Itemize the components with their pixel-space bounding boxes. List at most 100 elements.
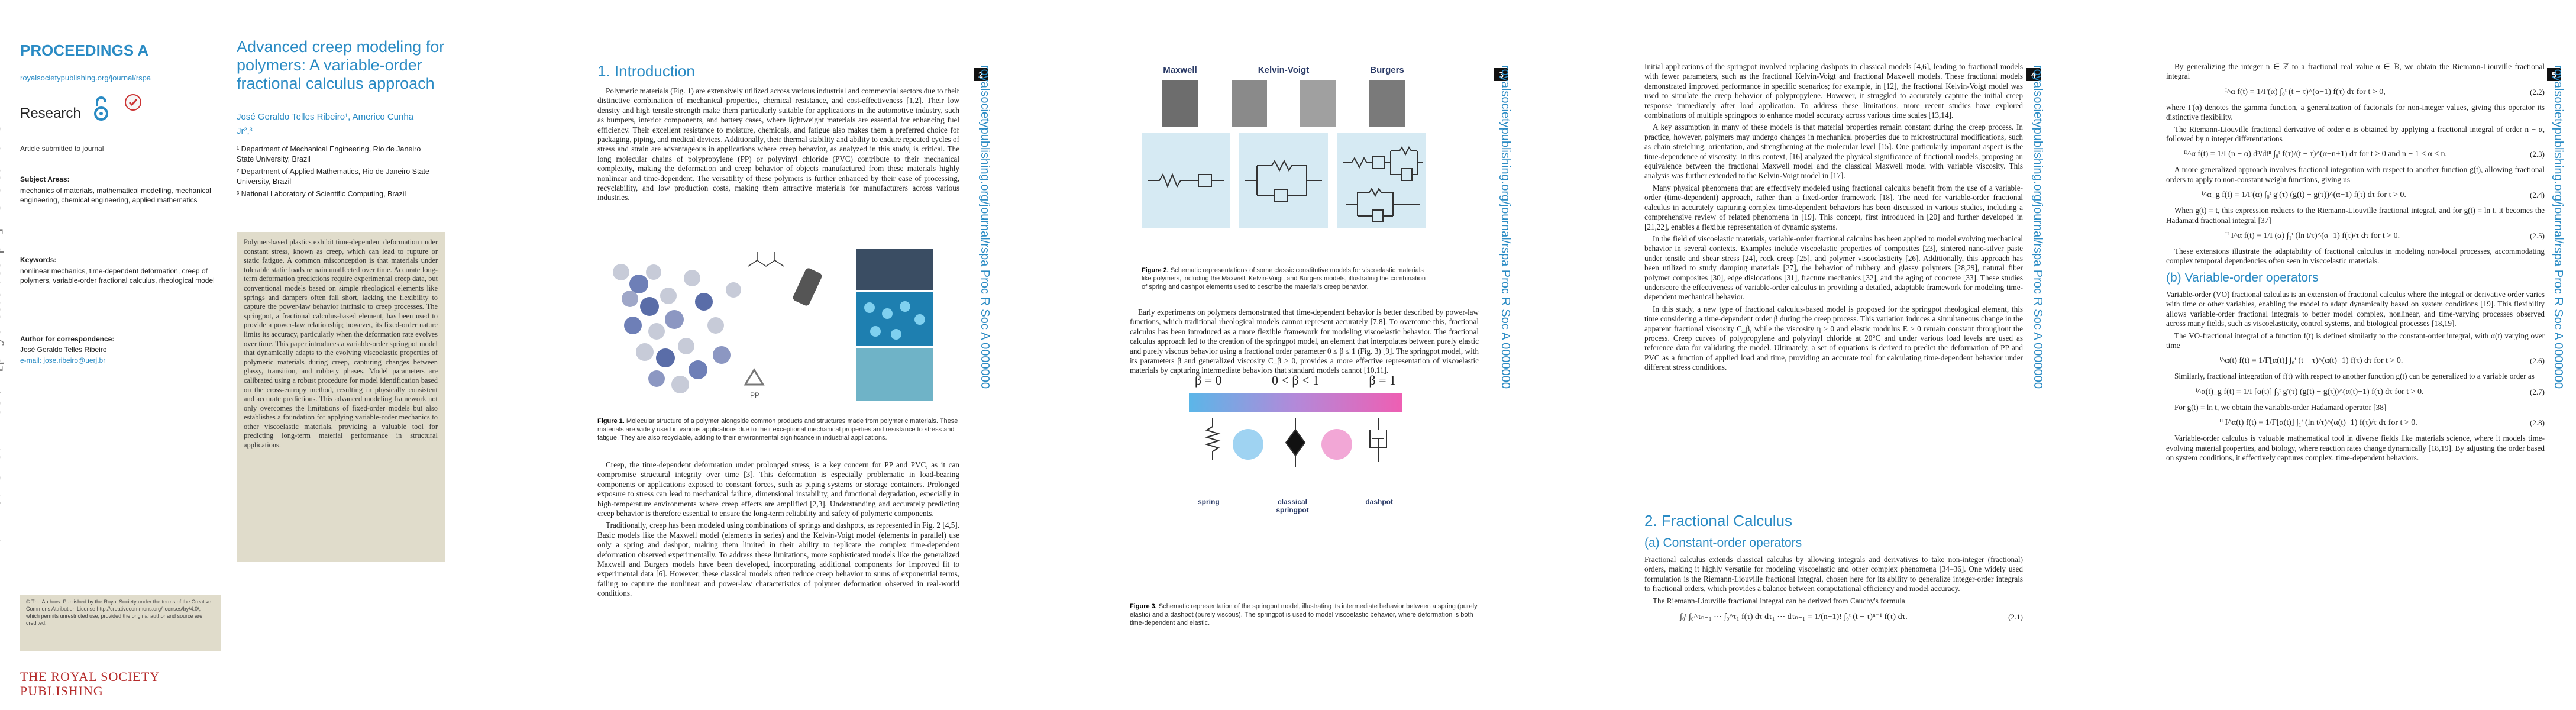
page-number: 5 bbox=[2547, 68, 2561, 81]
equation-2-5: ᴴ I^α f(t) = 1/Γ(α) ∫₁ᵗ (ln t/τ)^(α−1) f… bbox=[2166, 231, 2545, 241]
paragraph: Creep, the time-dependent deformation un… bbox=[597, 460, 959, 518]
equation-body: ∫₀ᵗ ∫₀^τₙ₋₁ ⋯ ∫₀^τ₁ f(τ) dτ dτ₁ ⋯ dτₙ₋₁ … bbox=[1680, 612, 1908, 622]
caption-text: Schematic representation of the springpo… bbox=[1130, 603, 1478, 627]
beta-label-intermediate: 0 < β < 1 bbox=[1271, 373, 1319, 388]
side-strip-text: royalsocietypublishing.org/journal/rspa … bbox=[1499, 65, 1512, 389]
recycle-label: PP bbox=[750, 391, 759, 399]
equation-2-4: ᴵ^α_g f(t) = 1/Γ(α) ∫₀ᵗ g′(τ) (g(t) − g(… bbox=[2166, 191, 2545, 200]
page-2: 2 royalsocietypublishing.org/journal/rsp… bbox=[580, 0, 994, 710]
beta-gradient-arrow bbox=[1189, 393, 1402, 412]
section-heading-introduction: 1. Introduction bbox=[597, 62, 695, 80]
dashpot-label: dashpot bbox=[1365, 498, 1393, 506]
equation-body: ᴵ^α f(t) = 1/Γ(α) ∫₀ᵗ (t − τ)^(α−1) f(τ)… bbox=[2225, 87, 2386, 96]
equation-2-6: ᴵ^α(t) f(t) = 1/Γ[α(t)] ∫₀ᵗ (t − τ)^(α(t… bbox=[2166, 356, 2545, 366]
page-5: 5 royalsocietypublishing.org/journal/rsp… bbox=[2153, 0, 2576, 710]
beta-label-zero: β = 0 bbox=[1195, 373, 1222, 388]
equation-2-2: ᴵ^α f(t) = 1/Γ(α) ∫₀ᵗ (t − τ)^(α−1) f(τ)… bbox=[2166, 88, 2545, 97]
paragraph: The VO-fractional integral of a function… bbox=[2166, 331, 2545, 350]
journal-url[interactable]: royalsocietypublishing.org/journal/rspa bbox=[20, 73, 151, 82]
side-strip: royalsocietypublishing.org/journal/rspa … bbox=[978, 65, 991, 657]
equation-body: ᴵ^α(t)_g f(t) = 1/Γ[α(t)] ∫₀ᵗ g′(τ) (g(t… bbox=[2196, 387, 2424, 396]
subject-areas: mechanics of materials, mathematical mod… bbox=[20, 186, 211, 204]
publisher-logo: THE ROYAL SOCIETY PUBLISHING bbox=[20, 669, 160, 698]
figure-3-caption: Figure 3. Schematic representation of th… bbox=[1130, 602, 1479, 627]
correspondence-email[interactable]: e-mail: jose.ribeiro@uerj.br bbox=[20, 356, 106, 364]
polymer-molecule-illustration: PP bbox=[613, 248, 933, 401]
rheological-models-diagram bbox=[1142, 133, 1426, 228]
side-strip: royalsocietypublishing.org/journal/rspa … bbox=[2552, 65, 2565, 657]
paragraph: When g(t) = t, this expression reduces t… bbox=[2166, 206, 2545, 225]
equation-body: ᴵ^α_g f(t) = 1/Γ(α) ∫₀ᵗ g′(τ) (g(t) − g(… bbox=[2202, 191, 2406, 200]
paragraph: Early experiments on polymers demonstrat… bbox=[1130, 308, 1479, 375]
research-label: Research bbox=[20, 105, 81, 121]
side-strip: royalsocietypublishing.org/journal/rspa … bbox=[2031, 65, 2044, 657]
correspondence-label: Author for correspondence: bbox=[20, 335, 115, 343]
paragraph: Traditionally, creep has been modeled us… bbox=[597, 521, 959, 598]
journal-name: PROCEEDINGS A bbox=[20, 41, 149, 59]
equation-number: (2.6) bbox=[2530, 356, 2545, 366]
figure-label: Figure 2. bbox=[1142, 267, 1169, 274]
equation-body: ᴴ I^α(t) f(t) = 1/Γ[α(t)] ∫₁ᵗ (ln t/τ)^(… bbox=[2219, 418, 2417, 428]
equation-2-3: ᴰ^α f(t) = 1/Γ(n − α) dⁿ/dtⁿ ∫₀ᵗ f(τ)/(t… bbox=[2166, 150, 2545, 159]
equation-2-7: ᴵ^α(t)_g f(t) = 1/Γ[α(t)] ∫₀ᵗ g′(τ) (g(t… bbox=[2166, 388, 2545, 397]
paragraph: These extensions illustrate the adaptabi… bbox=[2166, 247, 2545, 266]
equation-number: (2.2) bbox=[2530, 87, 2545, 96]
figure-2: Maxwell Kelvin-Voigt Burgers bbox=[1130, 65, 1437, 263]
portrait-kelvin bbox=[1231, 80, 1267, 127]
equation-number: (2.7) bbox=[2530, 387, 2545, 396]
keywords: nonlinear mechanics, time-dependent defo… bbox=[20, 267, 215, 285]
paragraph: Polymeric materials (Fig. 1) are extensi… bbox=[597, 86, 959, 202]
page-3: 3 royalsocietypublishing.org/journal/rsp… bbox=[1112, 0, 1526, 710]
beta-label-one: β = 1 bbox=[1369, 373, 1396, 388]
paragraph: where Γ(α) denotes the gamma function, a… bbox=[2166, 102, 2545, 122]
paragraph: By generalizing the integer n ∈ ℤ to a f… bbox=[2166, 62, 2545, 81]
side-strip-text: royalsocietypublishing.org/journal/rspa … bbox=[2031, 65, 2044, 389]
page-number: 4 bbox=[2026, 68, 2041, 81]
figure-1-caption: Figure 1. Molecular structure of a polym… bbox=[597, 417, 959, 442]
equation-body: ᴵ^α(t) f(t) = 1/Γ[α(t)] ∫₀ᵗ (t − τ)^(α(t… bbox=[2219, 356, 2403, 366]
affiliation: ² Department of Applied Mathematics, Rio… bbox=[237, 167, 429, 186]
page-1: arXiv:2510.11765v1 [physics.class-ph] 13… bbox=[0, 0, 521, 710]
fig2-label-maxwell: Maxwell bbox=[1163, 65, 1197, 75]
caption-text: Molecular structure of a polymer alongsi… bbox=[597, 418, 958, 441]
caption-text: Schematic representations of some classi… bbox=[1142, 267, 1426, 291]
keywords-label: Keywords: bbox=[20, 256, 57, 264]
page-number: 3 bbox=[1494, 68, 1508, 81]
paragraph: A more generalized approach involves fra… bbox=[2166, 165, 2545, 184]
paragraph: For g(t) = ln t, we obtain the variable-… bbox=[2174, 402, 2387, 412]
subsection-heading-variable-order: (b) Variable-order operators bbox=[2166, 270, 2319, 285]
paragraph: Many physical phenomena that are effecti… bbox=[1644, 183, 2023, 231]
equation-number: (2.3) bbox=[2530, 150, 2545, 159]
equation-number: (2.4) bbox=[2530, 191, 2545, 200]
equation-number: (2.8) bbox=[2530, 418, 2545, 428]
equation-2-1: ∫₀ᵗ ∫₀^τₙ₋₁ ⋯ ∫₀^τ₁ f(τ) dτ dτ₁ ⋯ dτₙ₋₁ … bbox=[1644, 612, 2023, 622]
portrait-burgers bbox=[1369, 80, 1405, 127]
license-box: © The Authors. Published by the Royal So… bbox=[20, 595, 221, 651]
check-updates-icon[interactable] bbox=[117, 93, 149, 124]
open-access-icon bbox=[93, 96, 109, 122]
paragraph: Variable-order calculus is valuable math… bbox=[2166, 434, 2545, 462]
springpot-diagram bbox=[1204, 418, 1387, 467]
equation-number: (2.5) bbox=[2530, 231, 2545, 241]
side-strip-text: royalsocietypublishing.org/journal/rspa … bbox=[978, 65, 991, 389]
fig2-label-burgers: Burgers bbox=[1370, 65, 1404, 75]
paragraph: Fractional calculus extends classical ca… bbox=[1644, 555, 2023, 593]
spring-label: spring bbox=[1198, 498, 1220, 506]
correspondence-name: José Geraldo Telles Ribeiro bbox=[20, 346, 107, 354]
license-text: © The Authors. Published by the Royal So… bbox=[26, 599, 212, 626]
paragraph: Variable-order (VO) fractional calculus … bbox=[2166, 289, 2545, 328]
affiliation: ³ National Laboratory of Scientific Comp… bbox=[237, 190, 406, 198]
paragraph: In the field of viscoelastic materials, … bbox=[1644, 234, 2023, 302]
equation-number: (2.1) bbox=[2008, 612, 2023, 621]
arxiv-identifier: arXiv:2510.11765v1 [physics.class-ph] 13… bbox=[0, 123, 5, 544]
abstract-box: Polymer-based plastics exhibit time-depe… bbox=[237, 232, 445, 562]
side-strip-text: royalsocietypublishing.org/journal/rspa … bbox=[2552, 65, 2565, 389]
equation-body: ᴰ^α f(t) = 1/Γ(n − α) dⁿ/dtⁿ ∫₀ᵗ f(τ)/(t… bbox=[2184, 150, 2448, 159]
figure-label: Figure 3. bbox=[1130, 603, 1157, 610]
article-title: Advanced creep modeling for polymers: A … bbox=[237, 38, 445, 92]
paragraph: The Riemann-Liouville fractional integra… bbox=[1653, 596, 1905, 605]
fig2-label-kelvin-voigt: Kelvin-Voigt bbox=[1258, 65, 1310, 75]
paragraph: A key assumption in many of these models… bbox=[1644, 122, 2023, 180]
springpot-label: classical springpot bbox=[1276, 498, 1309, 514]
figure-2-caption: Figure 2. Schematic representations of s… bbox=[1142, 266, 1426, 291]
